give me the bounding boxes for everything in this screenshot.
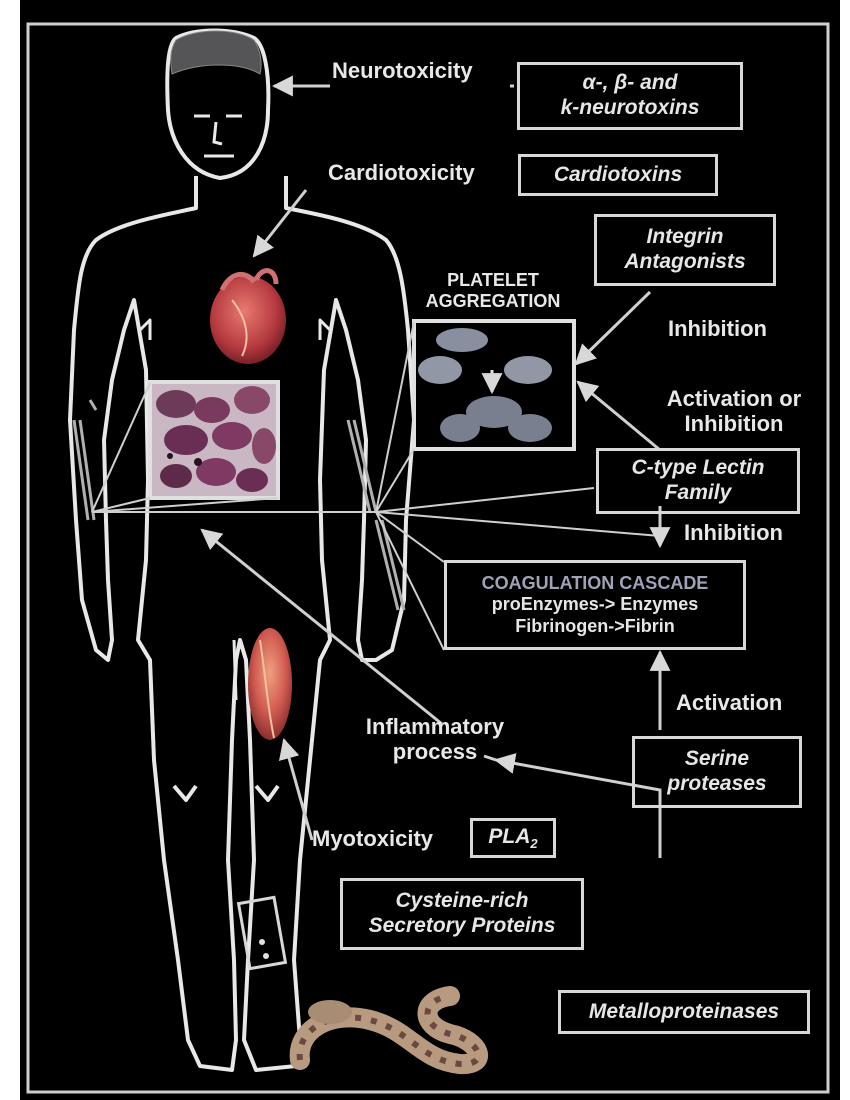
cysteine-box: Cysteine-rich Secretory Proteins <box>340 878 584 950</box>
platelet-title-line2: AGGREGATION <box>408 291 578 312</box>
snake-image <box>300 996 478 1064</box>
face <box>194 116 242 156</box>
integrin-line2: Antagonists <box>624 250 745 275</box>
serine-line2: proteases <box>667 772 766 797</box>
neurotoxins-line2: k-neurotoxins <box>561 96 700 121</box>
metallo-text: Metalloproteinases <box>589 1000 779 1025</box>
metalloproteinases-box: Metalloproteinases <box>558 990 810 1034</box>
inhibition-label-2: Inhibition <box>684 520 783 545</box>
blood-cells-image <box>150 382 278 498</box>
left-forearm-bones <box>74 400 96 520</box>
integrin-box: Integrin Antagonists <box>594 214 776 286</box>
cardio-arrow <box>254 190 306 256</box>
coag-line2: proEnzymes-> Enzymes <box>492 594 699 615</box>
myotoxicity-label: Myotoxicity <box>312 826 433 851</box>
cysteine-line1: Cysteine-rich <box>395 889 528 914</box>
muscle-image <box>248 628 292 740</box>
cardiotoxicity-label: Cardiotoxicity <box>328 160 475 185</box>
platelet-title: PLATELET AGGREGATION <box>408 270 578 311</box>
lectin-line1: C-type Lectin <box>631 456 764 481</box>
cardiotoxins-text: Cardiotoxins <box>554 163 682 188</box>
activation-or-line2: Inhibition <box>646 411 822 436</box>
pla2-text: PLA2 <box>488 825 537 852</box>
coag-title: COAGULATION CASCADE <box>482 573 709 594</box>
inflammatory-line1: Inflammatory <box>340 714 530 739</box>
inhibition-label-1: Inhibition <box>668 316 767 341</box>
activation-label: Activation <box>676 690 782 715</box>
serine-box: Serine proteases <box>632 736 802 808</box>
knee-marks <box>174 786 278 800</box>
neurotoxins-box: α-, β- and k-neurotoxins <box>517 62 743 130</box>
heart-image <box>210 271 286 364</box>
lectin-line2: Family <box>665 481 732 506</box>
coag-line3: Fibrinogen->Fibrin <box>515 616 675 637</box>
serine-line1: Serine <box>685 747 749 772</box>
activation-or-line1: Activation or <box>646 386 822 411</box>
platelet-title-line1: PLATELET <box>408 270 578 291</box>
inflammatory-line2: process <box>340 739 530 764</box>
neurotoxins-line1: α-, β- and <box>583 71 678 96</box>
crotch-line <box>234 640 236 700</box>
integrin-line1: Integrin <box>647 225 724 250</box>
pla2-box: PLA2 <box>470 818 556 858</box>
cardiotoxins-box: Cardiotoxins <box>518 154 718 196</box>
integrin-arrow <box>576 292 650 364</box>
shin-box <box>239 897 286 968</box>
coagulation-cascade-box: COAGULATION CASCADE proEnzymes-> Enzymes… <box>444 560 746 650</box>
cysteine-line2: Secretory Proteins <box>369 914 556 939</box>
lectin-box: C-type Lectin Family <box>596 448 800 514</box>
hair <box>171 31 261 74</box>
inflammatory-label: Inflammatory process <box>340 714 530 765</box>
right-forearm-bones <box>348 420 404 610</box>
activation-or-inhibition-label: Activation or Inhibition <box>646 386 822 437</box>
platelet-image <box>414 321 574 449</box>
neurotoxicity-label: Neurotoxicity <box>332 58 473 83</box>
